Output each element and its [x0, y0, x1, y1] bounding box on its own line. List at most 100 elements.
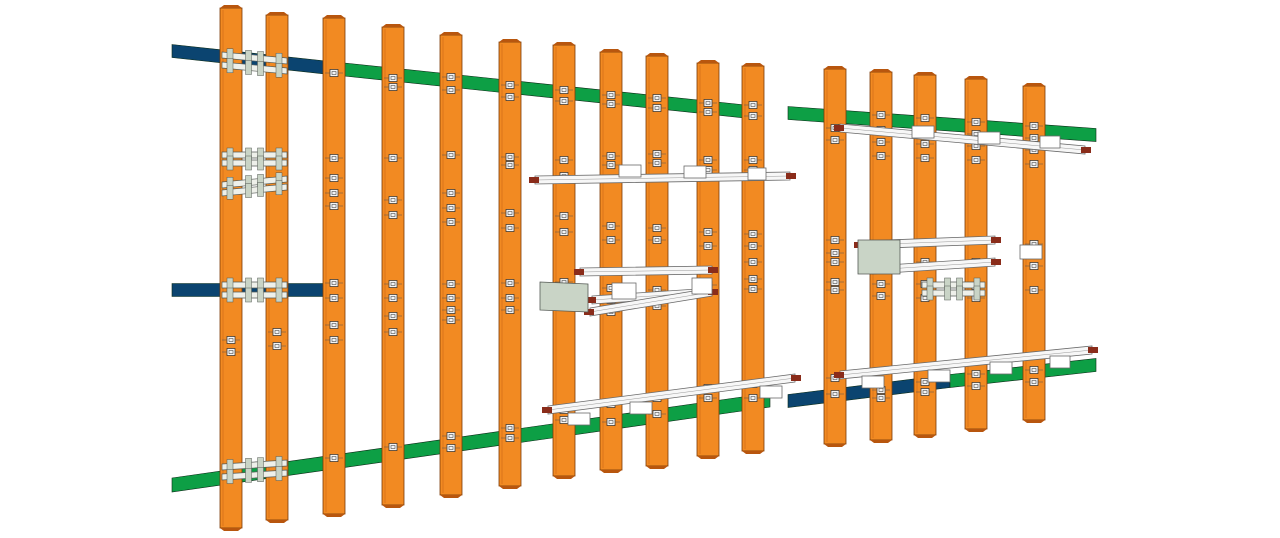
clamp-bar — [221, 183, 288, 197]
bolt-plate — [830, 258, 840, 266]
bolt-plate — [1029, 134, 1039, 142]
rail-end-stop — [584, 309, 594, 315]
fixing-bolt — [967, 118, 985, 126]
bolt-plate — [505, 306, 515, 314]
bolt-head — [274, 330, 280, 334]
bolt-plate — [748, 394, 758, 402]
clamp-bar — [221, 459, 288, 471]
fixing-bolt — [325, 202, 343, 210]
bolt-head — [331, 296, 337, 300]
fixing-bolt — [916, 140, 934, 148]
fixing-bolt — [501, 306, 519, 314]
fixing-bolt — [384, 294, 402, 302]
bolt-plate — [652, 104, 662, 112]
clamp-plate — [221, 172, 288, 192]
fixing-bolt — [442, 189, 460, 197]
slide-chair — [629, 401, 653, 415]
bolt-plate — [971, 370, 981, 378]
bolt-plate — [1029, 160, 1039, 168]
bolt-plate — [329, 202, 339, 210]
fixing-bolt — [325, 279, 343, 287]
clamp-plate — [221, 466, 288, 484]
sleepers — [219, 5, 1046, 531]
clamp-jaw — [275, 180, 283, 195]
fixing-bolt — [648, 236, 666, 244]
fixing-bolt — [648, 159, 666, 167]
bolt-head — [705, 158, 711, 162]
bolt-head — [448, 191, 454, 195]
rail-end-stop — [529, 177, 539, 183]
bolt-head — [228, 338, 234, 342]
fixing-bolt — [744, 242, 762, 250]
bolt-plate — [226, 348, 236, 356]
clamp-jaw — [257, 182, 264, 197]
bolt-head — [448, 220, 454, 224]
bolt-head — [1031, 264, 1037, 268]
rail-end-stop — [786, 173, 796, 179]
bolt-plate — [971, 118, 981, 126]
bolt-plate — [830, 236, 840, 244]
bolt-head — [1031, 368, 1037, 372]
bolt-head — [705, 230, 711, 234]
clamp-bar — [921, 281, 986, 289]
bolt-head — [390, 296, 396, 300]
bolt-plate — [388, 83, 398, 91]
bolt-head — [331, 338, 337, 342]
bolt-head — [331, 71, 337, 75]
bolt-plate — [329, 154, 339, 162]
sleeper — [439, 32, 463, 498]
bolt-head — [331, 281, 337, 285]
bolt-head — [390, 76, 396, 80]
sleeper-cap-bottom — [600, 470, 622, 473]
bolt-head — [750, 396, 756, 400]
bolt-head — [654, 412, 660, 416]
bolt-head — [507, 296, 513, 300]
bolt-head — [390, 156, 396, 160]
fixing-bolt — [648, 224, 666, 232]
bolt-plate — [329, 279, 339, 287]
bolt-plate — [329, 69, 339, 77]
fixing-bolt — [602, 91, 620, 99]
bolt-plate — [1029, 262, 1039, 270]
sleeper-cap-bottom — [499, 486, 521, 489]
fixing-bolt — [501, 209, 519, 217]
bolt-head — [878, 282, 884, 286]
slide-chair — [861, 375, 885, 389]
bolt-head — [331, 323, 337, 327]
fixing-bolt — [442, 73, 460, 81]
bolt-plate — [920, 114, 930, 122]
fixing-bolt — [442, 294, 460, 302]
bolt-head — [390, 85, 396, 89]
sleeper — [696, 60, 720, 459]
clamp-jaw — [956, 285, 963, 301]
bolt-head — [973, 384, 979, 388]
rail-end-stop — [834, 372, 844, 378]
fixing-bolt — [501, 279, 519, 287]
bolt-plate — [830, 136, 840, 144]
fixing-bolt — [442, 218, 460, 226]
clamp-bar — [221, 469, 288, 481]
bolt-head — [750, 232, 756, 236]
clamp-jaw — [257, 287, 264, 303]
switch-rail-centerline — [547, 377, 796, 411]
bolt-head — [507, 163, 513, 167]
fixing-bolt — [325, 336, 343, 344]
clamp-jaw — [226, 469, 234, 484]
bolt-head — [331, 191, 337, 195]
bolt-head — [331, 204, 337, 208]
fixing-bolt — [872, 152, 890, 160]
fixing-bolt — [699, 99, 717, 107]
bolt-plate — [703, 99, 713, 107]
fixing-bolt — [222, 336, 240, 344]
bolt-plate — [748, 242, 758, 250]
bolt-head — [331, 176, 337, 180]
clamp-jaw — [245, 60, 252, 75]
bolt-head — [973, 372, 979, 376]
bolt-head — [654, 152, 660, 156]
bolt-head — [608, 93, 614, 97]
sleeper — [964, 76, 988, 432]
bolt-plate — [446, 189, 456, 197]
fixing-bolt — [744, 394, 762, 402]
fixing-bolt — [1025, 122, 1043, 130]
bolt-head — [608, 238, 614, 242]
